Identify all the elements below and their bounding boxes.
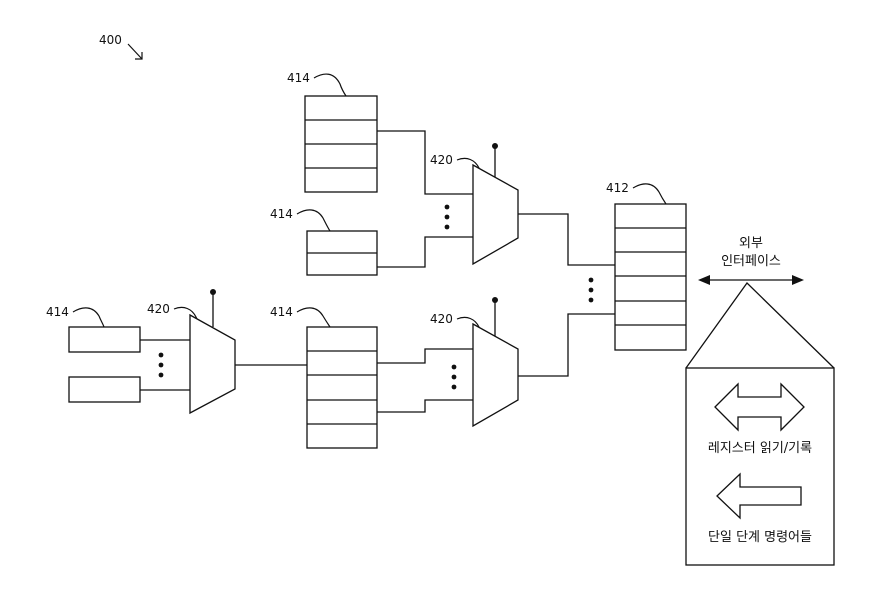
label-414-mid: 414 <box>270 207 293 221</box>
register-stack-414-top <box>304 95 378 193</box>
label-414-top: 414 <box>287 71 310 85</box>
label-420-right: 420 <box>430 312 453 326</box>
select-dot-left <box>210 289 216 295</box>
label-420-top: 420 <box>430 153 453 167</box>
leader-414-top <box>313 73 347 97</box>
figure-arrow <box>127 43 143 60</box>
callout-triangle <box>685 282 835 369</box>
leader-414-mid <box>296 209 331 232</box>
label-420-left: 420 <box>147 302 170 316</box>
leader-414-lower <box>296 307 331 328</box>
mux-420-left <box>189 313 236 415</box>
figure-number: 400 <box>99 33 122 47</box>
register-stack-414-lower <box>306 326 378 449</box>
external-interface-arrow <box>698 275 804 285</box>
external-interface-line1: 외부 <box>739 236 763 251</box>
select-dot-top <box>492 143 498 149</box>
register-414-left-1 <box>68 326 141 353</box>
legend-read-write: 레지스터 읽기/기록 <box>708 441 812 456</box>
wires <box>140 130 615 413</box>
label-414-lower: 414 <box>270 305 293 319</box>
mux-420-top <box>472 163 519 266</box>
ellipsis-top-mux <box>444 204 450 230</box>
legend-single-step: 단일 단계 명령어들 <box>708 530 812 545</box>
register-stack-414-mid <box>306 230 378 276</box>
mux-420-right <box>472 322 519 428</box>
register-stack-412 <box>614 203 687 351</box>
register-414-left-2 <box>68 376 141 403</box>
read-write-arrow-icon <box>714 382 805 432</box>
external-interface-line2: 인터페이스 <box>721 254 781 269</box>
leader-412 <box>632 183 667 205</box>
ellipsis-left-mux <box>158 352 164 378</box>
ellipsis-412 <box>588 277 594 303</box>
label-412: 412 <box>606 181 629 195</box>
legend-box <box>685 367 835 566</box>
label-414-left: 414 <box>46 305 69 319</box>
leader-414-left <box>72 307 105 328</box>
select-dot-right <box>492 297 498 303</box>
single-step-arrow-icon <box>716 472 802 520</box>
ellipsis-right-mux <box>451 364 457 390</box>
